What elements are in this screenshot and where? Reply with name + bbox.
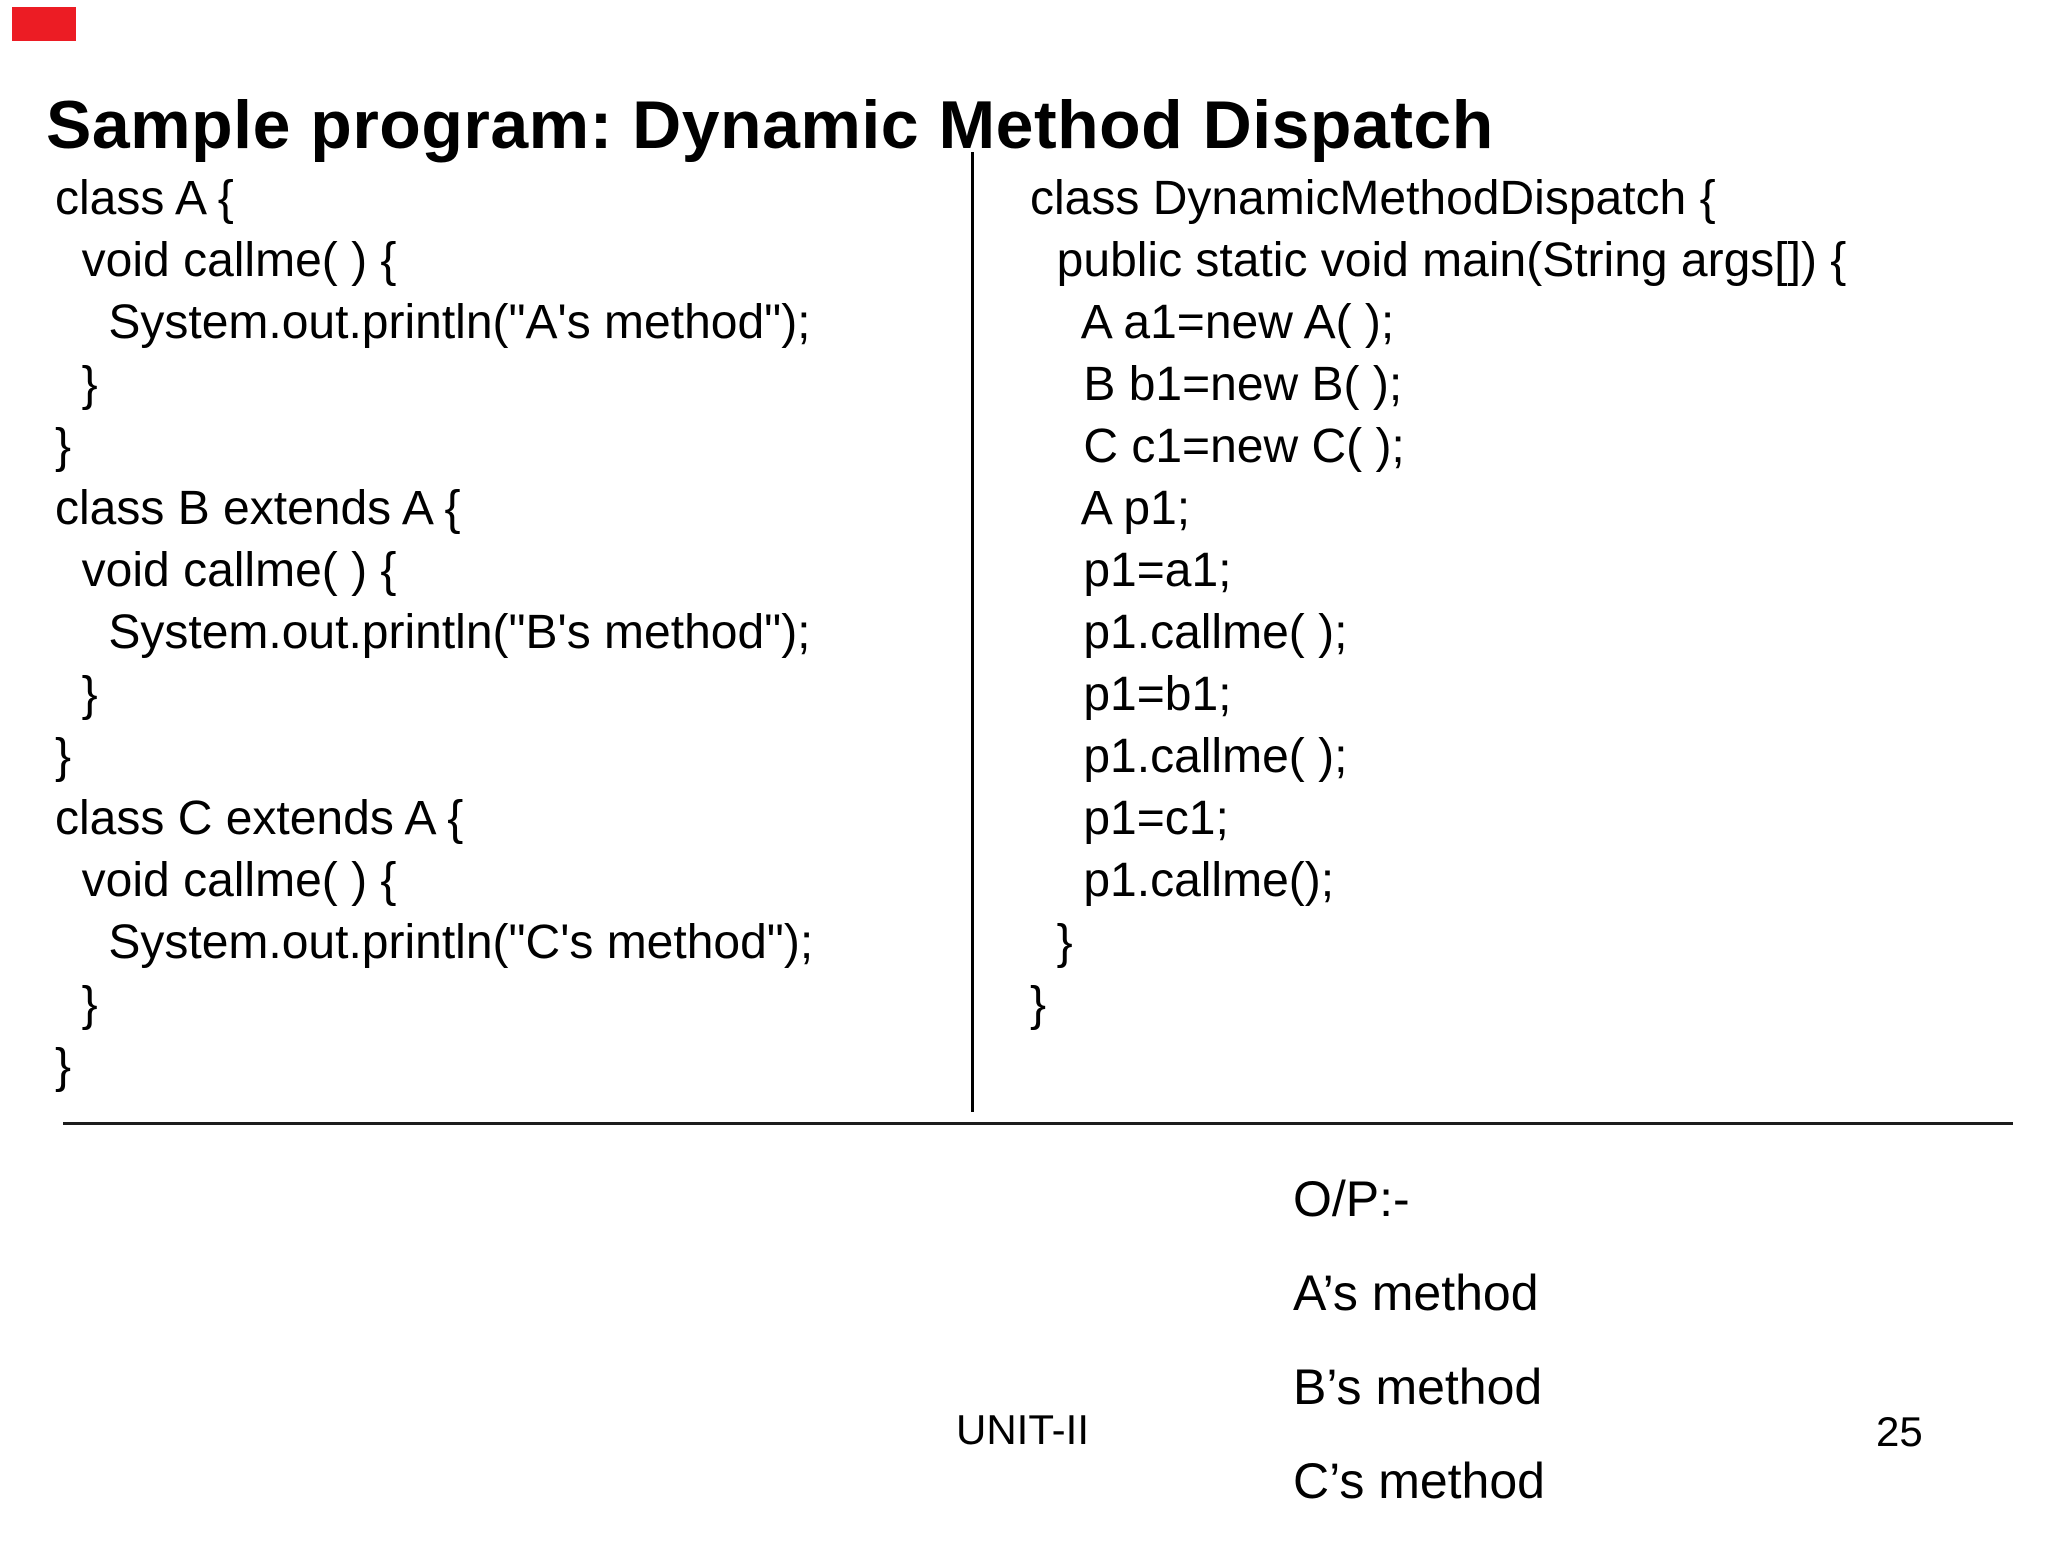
page-title: Sample program: Dynamic Method Dispatch [46,86,1494,163]
footer-page-number: 25 [1876,1408,1923,1455]
output-label: O/P:- [1293,1171,1410,1227]
footer-unit-label: UNIT-II [956,1406,1089,1453]
output-line: C’s method [1293,1453,1545,1509]
horizontal-divider [63,1122,2013,1125]
output-line: B’s method [1293,1359,1543,1415]
slide-accent-bar [12,7,76,41]
output-section: O/P:- A’s method B’s method C’s method [1293,1168,1545,1544]
code-column-classes: class A { void callme( ) { System.out.pr… [55,172,814,1093]
vertical-divider [971,152,974,1112]
code-column-main: class DynamicMethodDispatch { public sta… [1030,172,1847,1031]
output-line: A’s method [1293,1265,1539,1321]
